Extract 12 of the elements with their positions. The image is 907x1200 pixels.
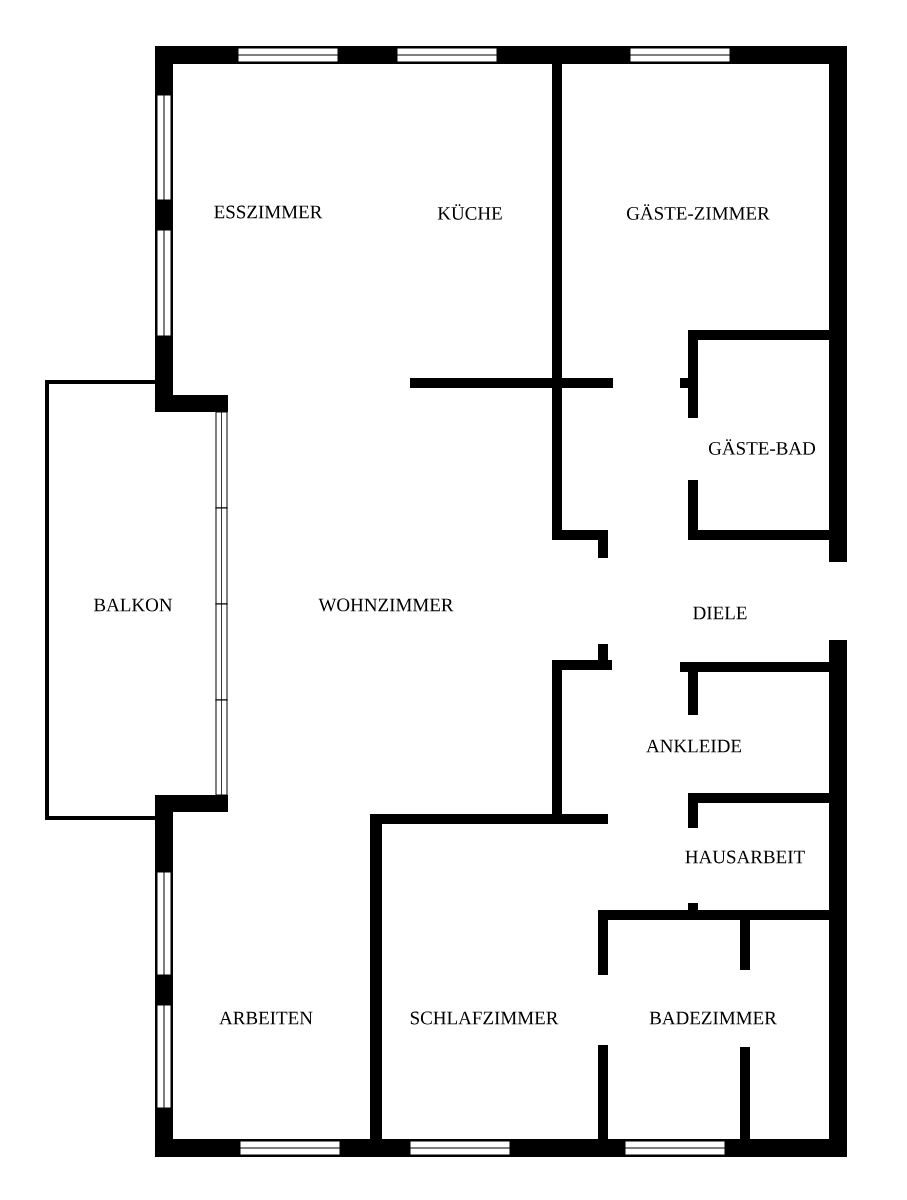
room-label: SCHLAFZIMMER [410,1011,559,1025]
room-label: WOHNZIMMER [318,598,454,612]
room-label: DIELE [693,606,747,620]
room-label: ESSZIMMER [214,205,323,219]
room-label: GÄSTE-ZIMMER [627,204,770,220]
room-label: ARBEITEN [219,1011,313,1025]
room-label: BALKON [93,598,173,612]
room-label: KÜCHE [437,204,502,220]
room-label: HAUSARBEIT [685,850,805,864]
room-label: BADEZIMMER [649,1011,777,1025]
room-label: GÄSTE-BAD [708,439,816,455]
room-label: ANKLEIDE [646,739,742,753]
